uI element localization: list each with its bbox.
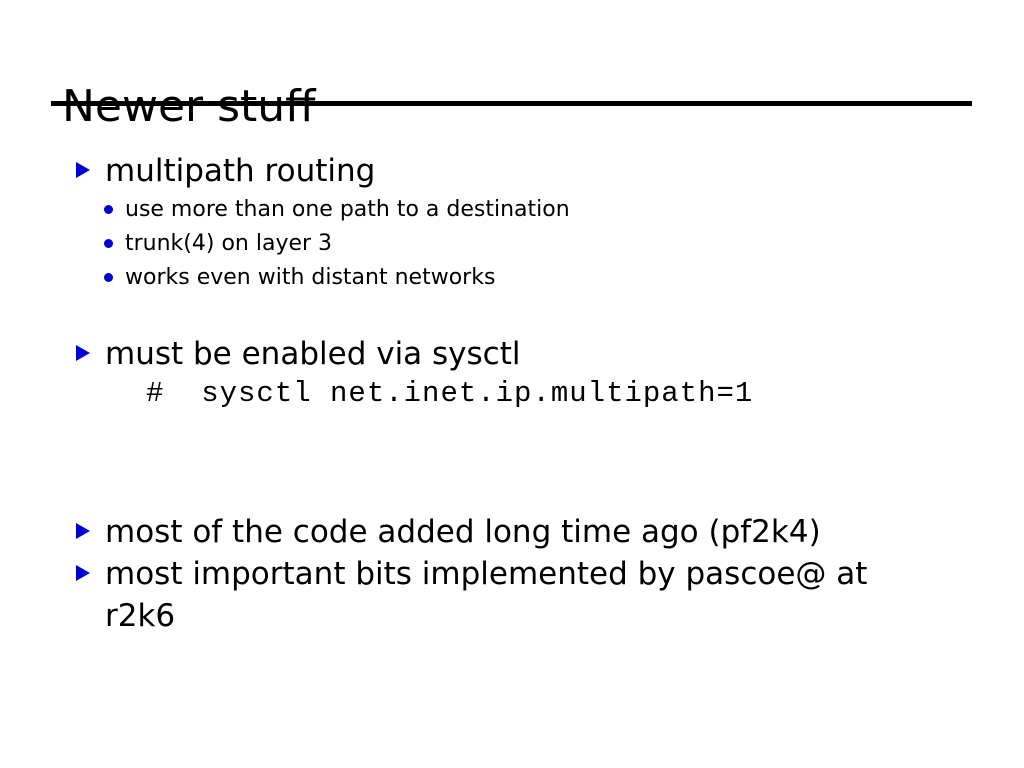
triangle-bullet-icon <box>72 511 105 539</box>
title-divider <box>51 101 972 106</box>
list-item: most of the code added long time ago (pf… <box>72 511 972 553</box>
page-title: Newer stuff <box>62 81 316 133</box>
list-item-label: most of the code added long time ago (pf… <box>105 514 821 550</box>
sysctl-command-text: # sysctl net.inet.ip.multipath=1 <box>146 377 754 410</box>
list-item: multipath routing <box>72 150 972 192</box>
list-item: trunk(4) on layer 3 <box>104 228 964 260</box>
list-item: use more than one path to a destination <box>104 194 964 226</box>
list-item-label: multipath routing <box>105 153 376 189</box>
list-item: must be enabled via sysctl <box>72 333 972 375</box>
dot-bullet-icon <box>104 228 125 248</box>
list-item-label: use more than one path to a destination <box>125 197 570 222</box>
list-item: most important bits implemented by pasco… <box>72 553 972 637</box>
triangle-bullet-icon <box>72 553 105 581</box>
triangle-bullet-icon <box>72 150 105 178</box>
list-item: works even with distant networks <box>104 262 964 294</box>
list-item-label: trunk(4) on layer 3 <box>125 231 333 256</box>
list-item-label: must be enabled via sysctl <box>105 336 521 372</box>
dot-bullet-icon <box>104 194 125 214</box>
dot-bullet-icon <box>104 262 125 282</box>
triangle-bullet-icon <box>72 333 105 361</box>
list-item-label: most important bits implemented by pasco… <box>105 556 868 634</box>
list-item-label: works even with distant networks <box>125 265 496 290</box>
